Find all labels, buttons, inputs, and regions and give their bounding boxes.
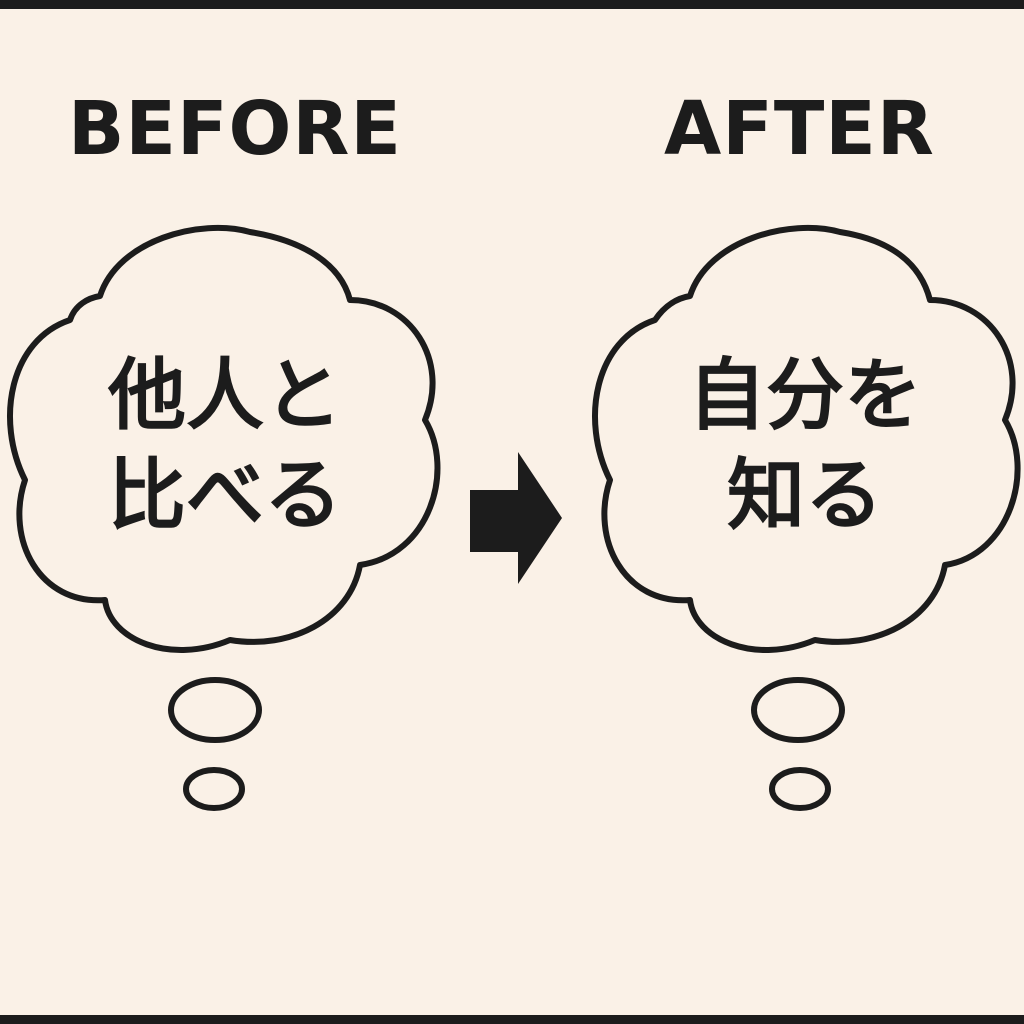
- before-bubble-text: 他人と 比べる: [60, 346, 390, 546]
- after-bubble-text: 自分を 知る: [640, 346, 970, 546]
- bottom-border: [0, 1015, 1024, 1024]
- before-bubble-line-1: 他人と: [107, 351, 342, 441]
- right-arrow-icon: [470, 452, 562, 584]
- before-bubble-line-2: 比べる: [107, 451, 342, 541]
- top-border: [0, 0, 1024, 9]
- after-thought-dot-small: [769, 767, 831, 811]
- after-bubble-line-1: 自分を: [687, 351, 922, 441]
- before-heading: BEFORE: [68, 86, 402, 172]
- after-thought-dot-large: [751, 677, 845, 743]
- after-heading: AFTER: [664, 86, 935, 172]
- before-thought-cloud: [7, 224, 441, 653]
- before-thought-dot-large: [168, 677, 262, 743]
- before-thought-dot-small: [183, 767, 245, 811]
- after-thought-cloud: [592, 224, 1021, 653]
- after-bubble-line-2: 知る: [726, 451, 883, 541]
